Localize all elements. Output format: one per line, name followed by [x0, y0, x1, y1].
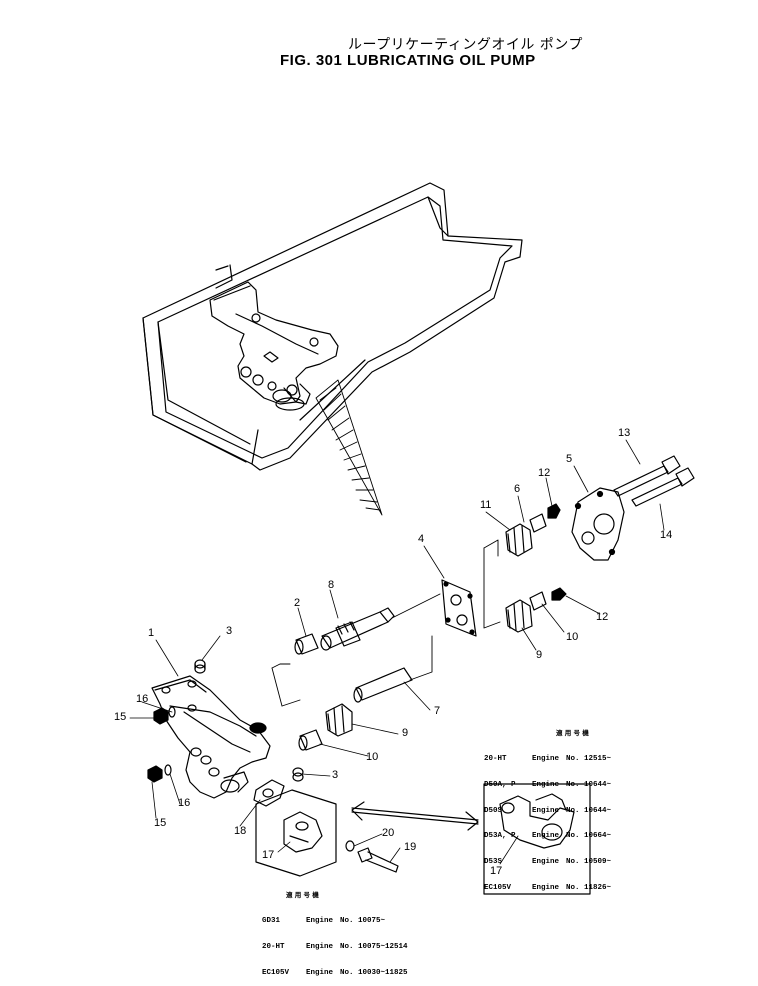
callout-3: 3: [226, 625, 233, 637]
drive-shaft-8: [320, 607, 395, 651]
callout-19: 19: [404, 841, 417, 853]
table-bottom-header: 適 用 号 機: [286, 891, 319, 900]
figure-title: FIG. 301 LUBRICATING OIL PUMP: [280, 52, 536, 69]
title-japanese: ループリケーティングオイル ポンプ: [348, 37, 583, 53]
washer-16-upper: [168, 706, 176, 718]
callout-3-lower: 3: [332, 769, 339, 781]
callout-17-left: 17: [262, 849, 275, 861]
idler-gear-9: [325, 703, 353, 737]
gear-9-lower: [505, 599, 533, 633]
bolt-13: [613, 455, 681, 497]
nut-3-top: [194, 659, 206, 674]
callout-10-left: 10: [366, 751, 379, 763]
nut-15-upper: [153, 707, 169, 725]
callout-7: 7: [434, 705, 441, 717]
view-pointer-cone: [315, 379, 383, 516]
callout-16-lower: 16: [178, 797, 191, 809]
nut-15-lower: [147, 765, 163, 783]
callout-12: 12: [538, 467, 551, 479]
washer-20: [345, 840, 355, 852]
callout-9-left: 9: [402, 727, 409, 739]
callout-10: 10: [566, 631, 579, 643]
strainer-17-right: [499, 793, 575, 849]
callout-14: 14: [660, 529, 673, 541]
strainer-17-left: [283, 811, 323, 853]
callout-8: 8: [328, 579, 335, 591]
callout-13: 13: [618, 427, 631, 439]
pump-cover-5: [571, 487, 625, 561]
strainer-inset-box: [255, 789, 337, 877]
nut-3-bottom: [292, 767, 304, 782]
cover-plate-4: [441, 579, 477, 637]
washer-16-lower: [164, 764, 172, 776]
bushing-10-right: [529, 591, 547, 611]
pump-body: [151, 675, 271, 799]
oil-pan: [142, 182, 523, 471]
gear-11: [505, 523, 533, 557]
gasket-18: [253, 779, 285, 807]
callout-15-upper: 15: [114, 711, 127, 723]
idler-shaft-7: [353, 667, 413, 703]
callout-20: 20: [382, 827, 395, 839]
callout-9: 9: [536, 649, 543, 661]
exploded-boundary-lines: [271, 539, 501, 707]
callout-12-lower: 12: [596, 611, 609, 623]
plug-12-top: [547, 503, 561, 519]
callout-18: 18: [234, 825, 247, 837]
callout-17-right: 17: [490, 865, 503, 877]
callout-15-lower: 15: [154, 817, 167, 829]
pump-assembly-on-pan: [209, 281, 339, 411]
bolt-14: [631, 467, 695, 507]
bushing-10-left: [298, 729, 323, 751]
bolt-19: [357, 847, 399, 873]
callout-5: 5: [566, 453, 573, 465]
table-right-header: 適 用 号 機: [556, 729, 589, 738]
callout-11: 11: [480, 499, 492, 511]
callout-16-upper: 16: [136, 693, 149, 705]
plug-12-lower: [551, 587, 567, 601]
callout-2: 2: [294, 597, 301, 609]
bushing-2: [294, 633, 319, 655]
interchange-arrow: [351, 801, 479, 831]
callout-1: 1: [148, 627, 155, 639]
leader-lines: [129, 439, 665, 865]
strainer-inset-box-right: [483, 783, 591, 895]
callout-4: 4: [418, 533, 425, 545]
callout-6: 6: [514, 483, 521, 495]
bushing-6: [529, 513, 547, 533]
